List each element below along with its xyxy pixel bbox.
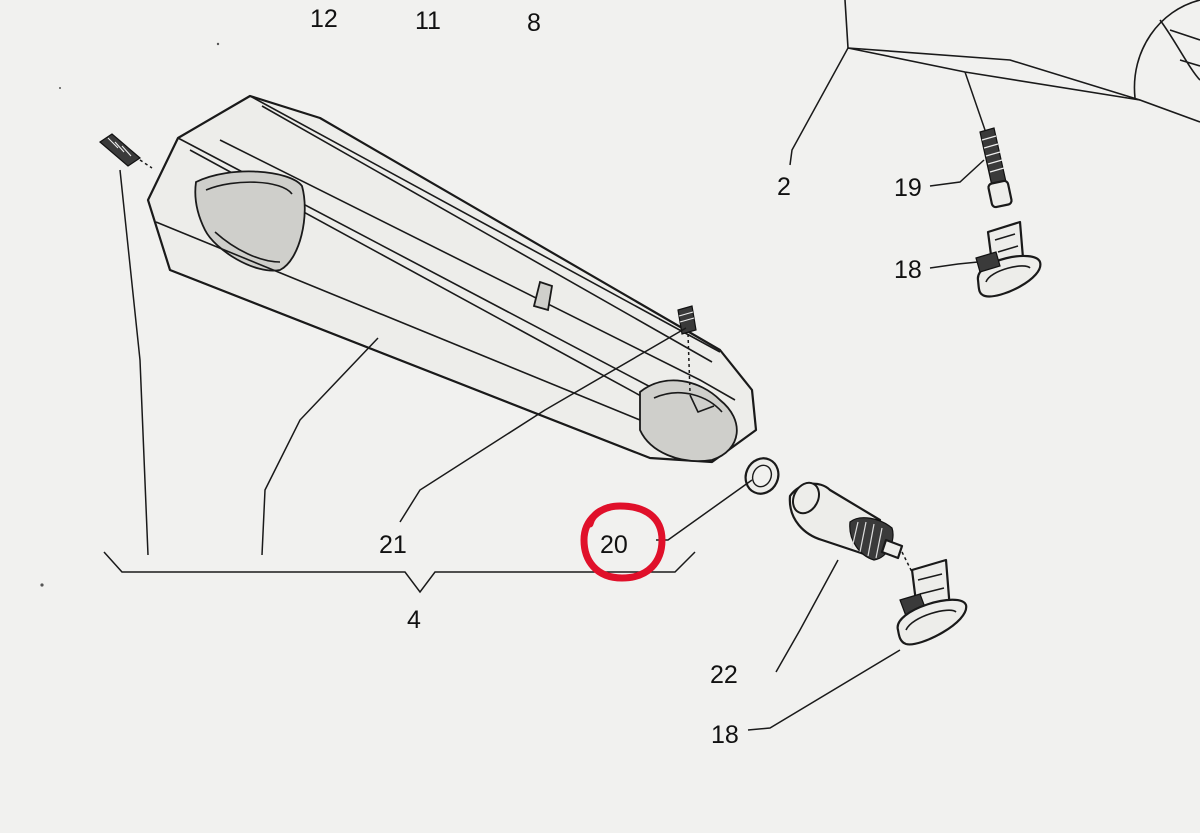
callout-2: 2 — [777, 173, 791, 201]
leader-19 — [929, 159, 985, 187]
leader-18-bottom — [747, 649, 901, 731]
bracket-4 — [103, 551, 696, 594]
part-4-forend-assembly — [146, 94, 758, 464]
leader-4-left — [119, 169, 149, 556]
callout-4: 4 — [407, 606, 421, 634]
part-18-sling-swivel-top — [975, 220, 1042, 298]
leader-4-mid — [261, 337, 379, 556]
callout-20: 20 — [600, 531, 628, 559]
leader-22 — [775, 559, 839, 673]
callout-8: 8 — [527, 9, 541, 37]
part-18-sling-swivel-bottom — [896, 551, 968, 646]
part-20-washer — [744, 457, 780, 495]
part-21-screw — [677, 305, 697, 393]
callout-22: 22 — [710, 661, 738, 689]
rear-screw — [99, 133, 153, 169]
callout-18-bottom: 18 — [711, 721, 739, 749]
leader-20 — [656, 479, 753, 541]
part-22-swivel-stud — [788, 481, 904, 561]
callout-12: 12 — [310, 5, 338, 33]
highlight-circle — [580, 502, 666, 582]
part-19-sling-stud-screw — [964, 71, 1013, 209]
leader-18-top — [929, 261, 979, 269]
callout-11: 11 — [415, 7, 441, 35]
callout-19: 19 — [894, 174, 922, 202]
leader-21 — [399, 327, 687, 523]
scan-specks — [40, 42, 220, 587]
leader-2 — [789, 47, 849, 166]
rear-stock-outline — [844, 0, 1200, 123]
callout-18-top: 18 — [894, 256, 922, 284]
callout-21: 21 — [379, 531, 407, 559]
